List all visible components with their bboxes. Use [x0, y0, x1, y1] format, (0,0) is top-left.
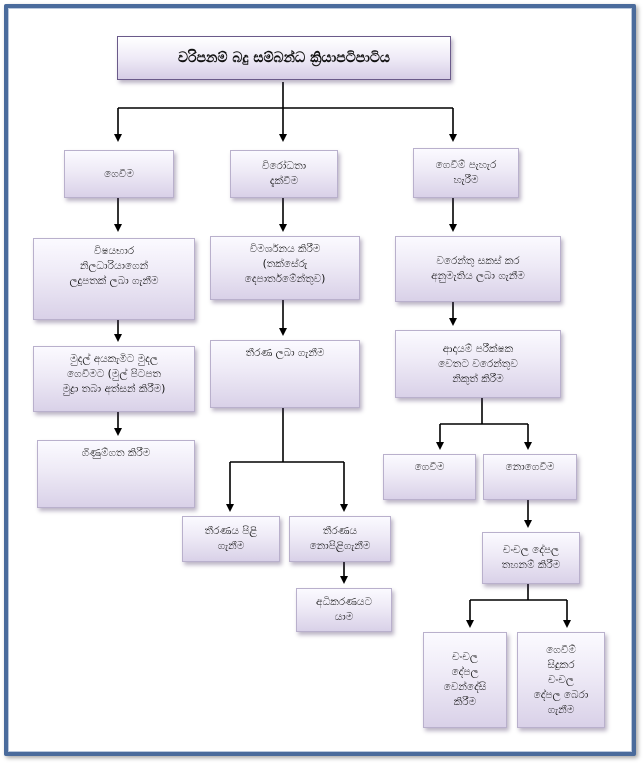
node-release-line5: ගැනීම: [547, 703, 575, 716]
node-unpaid-label: නොගෙවීම: [505, 461, 555, 473]
node-collection-payment-line2: ගෙවීමට (මුල් පිටපත: [67, 368, 161, 380]
node-court-line1: අධිකරණයට: [315, 596, 372, 608]
page-title: වරිපනම් බදු සම්බන්ධ ක්‍රියාපටිපාටිය: [117, 36, 451, 80]
node-unpaid: නොගෙවීම: [483, 454, 577, 500]
node-release-line3: චංචල: [548, 673, 574, 686]
node-objection-line2: දැක්වීම: [269, 175, 299, 187]
node-decision-reject-line1: තීරණය: [322, 525, 358, 537]
node-paid: ගෙවීම: [383, 454, 476, 500]
node-objection-line1: විරෝධතා: [261, 160, 307, 172]
node-objection-investigation: විමර්ශනය කිරීම (තක්සේරු දෙපාර්තමේන්තුව): [210, 236, 360, 300]
node-default-warrant-line1: වරෙන්තු සකස් කර: [436, 255, 520, 267]
node-default-warrant-line2: අනුමැතිය ලබා ගැනීම: [431, 270, 525, 282]
node-default-warrant: වරෙන්තු සකස් කර අනුමැතිය ලබා ගැනීම: [395, 236, 561, 302]
node-seize: චංචල දේපල තහනම් කිරීම: [482, 532, 580, 584]
node-collection-payment-line3: මුද්‍රා තබා අත්සන් කිරීම): [62, 383, 166, 395]
node-court: අධිකරණයට යාම: [296, 588, 392, 632]
node-release-line4: දේපල බෙරා: [533, 688, 589, 701]
node-objection-decision: තීරණ ලබා ගැනීම: [210, 340, 360, 408]
node-default-issue-line1: ආදායම් පරීක්ෂක: [442, 342, 514, 355]
node-default-issue-line3: නිකුත් කිරීම: [452, 372, 504, 385]
node-objection-decision-label: තීරණ ලබා ගැනීම: [245, 347, 325, 359]
node-objection-investigation-line2: (තක්සේරු: [262, 258, 308, 270]
node-auction-line2: දේපල: [451, 666, 479, 678]
node-collection-receipt-line2: නිලධාරියාගෙන්: [79, 260, 149, 272]
node-auction-line1: චංචල: [452, 651, 478, 663]
node-default-line1: ගෙවීම් පැහැර: [435, 159, 497, 171]
node-decision-reject-line2: නොපිළිගැනීම: [309, 540, 371, 552]
node-collection-payment-line1: මුදල් අයකැමිට මුදල: [70, 353, 158, 365]
node-default-issue: ආදායම් පරීක්ෂක වෙතට වරෙන්තුව නිකුත් කිරී…: [395, 330, 561, 398]
node-paid-label: ගෙවීම: [414, 461, 445, 473]
node-decision-accept: තීරණය පිළි ගැනීම: [182, 516, 280, 562]
node-auction: චංචල දේපල වෙන්දේසි කිරීම: [423, 632, 507, 728]
node-auction-line4: කිරීම: [453, 696, 477, 708]
node-default: ගෙවීම් පැහැර හැරීම: [413, 148, 519, 198]
node-seize-line2: තහනම් කිරීම: [501, 559, 561, 571]
node-collection-payment: මුදල් අයකැමිට මුදල ගෙවීමට (මුල් පිටපත මු…: [33, 346, 195, 412]
node-auction-line3: වෙන්දේසි: [443, 681, 487, 693]
node-release-line2: සිදුකර: [547, 658, 575, 671]
node-release: ගෙවීම් සිදුකර චංචල දේපල බෙරා ගැනීම: [517, 632, 605, 728]
node-seize-line1: චංචල දේපල: [502, 544, 560, 556]
node-release-line1: ගෙවීම්: [546, 643, 576, 656]
node-objection-investigation-line3: දෙපාර්තමේන්තුව): [244, 273, 326, 285]
node-default-issue-line2: වෙතට වරෙන්තුව: [438, 357, 518, 370]
node-collection-receipt: විෂයභාර නිලධාරියාගෙන් ලදුපතක් ලබා ගැනීම: [33, 238, 195, 320]
node-decision-accept-line2: ගැනීම: [217, 540, 245, 552]
node-collection-receipt-line3: ලදුපතක් ලබා ගැනීම: [69, 275, 159, 287]
page-title-text: වරිපනම් බදු සම්බන්ධ ක්‍රියාපටිපාටිය: [178, 49, 390, 66]
node-collection-accounting: ගිණුම්ගත කිරීම: [37, 440, 195, 508]
node-default-line2: හැරීම: [453, 174, 479, 186]
node-collection-label: ගෙවීම: [104, 167, 134, 180]
node-decision-reject: තීරණය නොපිළිගැනීම: [289, 516, 391, 562]
node-objection-investigation-line1: විමර්ශනය කිරීම: [249, 243, 321, 255]
node-objection: විරෝධතා දැක්වීම: [230, 150, 338, 198]
node-collection-accounting-label: ගිණුම්ගත කිරීම: [81, 447, 151, 459]
node-collection: ගෙවීම: [64, 150, 174, 198]
node-decision-accept-line1: තීරණය පිළි: [204, 525, 258, 537]
node-court-line2: යාම: [334, 611, 354, 623]
node-collection-receipt-line1: විෂයභාර: [93, 245, 135, 257]
